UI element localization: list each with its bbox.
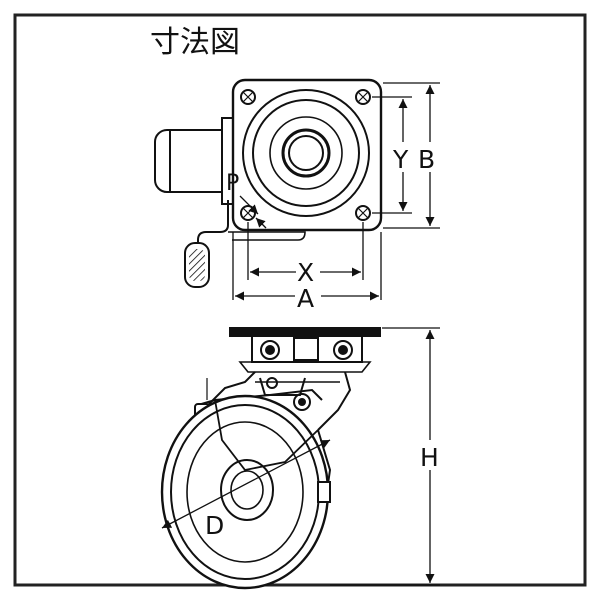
dim-label-a: A [297, 284, 314, 313]
dim-label-x: X [297, 258, 314, 287]
brake-arm [197, 388, 323, 406]
side-mount-plate [229, 327, 381, 337]
swivel-ring-outer [242, 89, 370, 217]
top-view [154, 78, 383, 288]
drawing-title: 寸法図 [150, 25, 240, 60]
bolt-holes [240, 89, 371, 221]
drawing-frame [13, 13, 587, 587]
kingpin [281, 128, 331, 178]
dim-label-d: D [205, 511, 224, 540]
side-view [160, 327, 381, 590]
dim-label-b: B [418, 145, 435, 174]
dim-label-y: Y [392, 145, 409, 174]
dim-label-p: P [226, 171, 239, 196]
dim-label-h: H [420, 443, 439, 472]
